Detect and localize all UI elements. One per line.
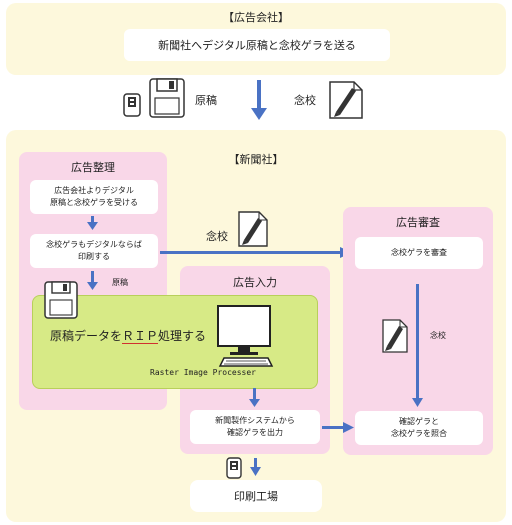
ad-arrange-step2-label: 念校ゲラもデジタルならば 印刷する	[46, 240, 142, 261]
usb-drive-bottom-icon	[226, 457, 242, 479]
proof-sheet-review-icon	[382, 319, 408, 353]
floppy-disk-rip-icon	[44, 281, 78, 319]
newspaper-title: 【新聞社】	[228, 153, 284, 166]
rip-text-prefix: 原稿データを	[50, 329, 123, 343]
factory-arrow-line	[254, 458, 257, 468]
transfer-label-genko: 原稿	[195, 94, 217, 107]
transfer-arrow-line	[257, 80, 261, 110]
transfer-arrow-head	[251, 108, 267, 120]
computer-icon	[217, 305, 274, 367]
ad-review-title: 広告審査	[396, 216, 440, 229]
ad-agency-box-label: 新聞社へデジタル原稿と念校ゲラを送る	[158, 39, 356, 52]
ad-arrange-step1: 広告会社よりデジタル 原稿と念校ゲラを受ける	[30, 180, 158, 214]
transfer-label-nenko: 念校	[294, 94, 316, 107]
rip-text: 原稿データをＲＩＰ処理する	[50, 327, 206, 344]
ad-input-step1: 新聞製作システムから 確認ゲラを出力	[190, 410, 320, 444]
proof-sheet-icon	[329, 81, 363, 119]
ad-arrange-genko-label: 原稿	[112, 278, 128, 287]
rip-caption: Raster Image Processer	[150, 368, 256, 377]
rip-text-suffix: 処理する	[158, 329, 207, 343]
rip-text-rip: ＲＩＰ	[122, 329, 159, 344]
arrange-arrow2-line	[91, 271, 94, 283]
review-arrow-head	[412, 398, 423, 407]
ad-input-title: 広告入力	[233, 276, 277, 289]
factory-arrow-head	[250, 467, 261, 476]
ad-agency-title: 【広告会社】	[223, 11, 289, 24]
floppy-disk-icon	[149, 78, 185, 118]
ad-arrange-title: 広告整理	[71, 161, 115, 174]
input-arrow-head	[249, 399, 260, 407]
to-review-arrow-line	[322, 426, 344, 429]
ad-review-nenko-label: 念校	[430, 331, 446, 340]
ad-arrange-step1-label: 広告会社よりデジタル 原稿と念校ゲラを受ける	[50, 186, 138, 207]
arrange-arrow2-head	[87, 282, 98, 290]
arrange-arrow1-line	[91, 216, 94, 224]
proof-sheet-mid-icon	[238, 211, 268, 247]
ad-review-step2: 確認ゲラと 念校ゲラを照合	[355, 411, 483, 445]
to-review-arrow-head	[343, 422, 354, 433]
printing-factory-box: 印刷工場	[190, 480, 322, 512]
ad-input-step1-label: 新聞製作システムから 確認ゲラを出力	[215, 416, 295, 437]
ad-agency-box: 新聞社へデジタル原稿と念校ゲラを送る	[124, 29, 390, 61]
input-arrow-line	[253, 388, 256, 400]
ad-review-step1-label: 念校ゲラを審査	[391, 248, 447, 257]
nenko-arrow-line	[160, 251, 342, 254]
ad-arrange-step2: 念校ゲラもデジタルならば 印刷する	[30, 234, 158, 268]
nenko-middle-label: 念校	[206, 230, 228, 243]
review-arrow-line	[416, 284, 419, 400]
ad-review-step2-label: 確認ゲラと 念校ゲラを照合	[391, 417, 447, 438]
ad-review-step1: 念校ゲラを審査	[355, 237, 483, 269]
usb-drive-icon	[123, 93, 141, 117]
arrange-arrow1-head	[87, 222, 98, 230]
printing-factory-label: 印刷工場	[234, 490, 278, 503]
